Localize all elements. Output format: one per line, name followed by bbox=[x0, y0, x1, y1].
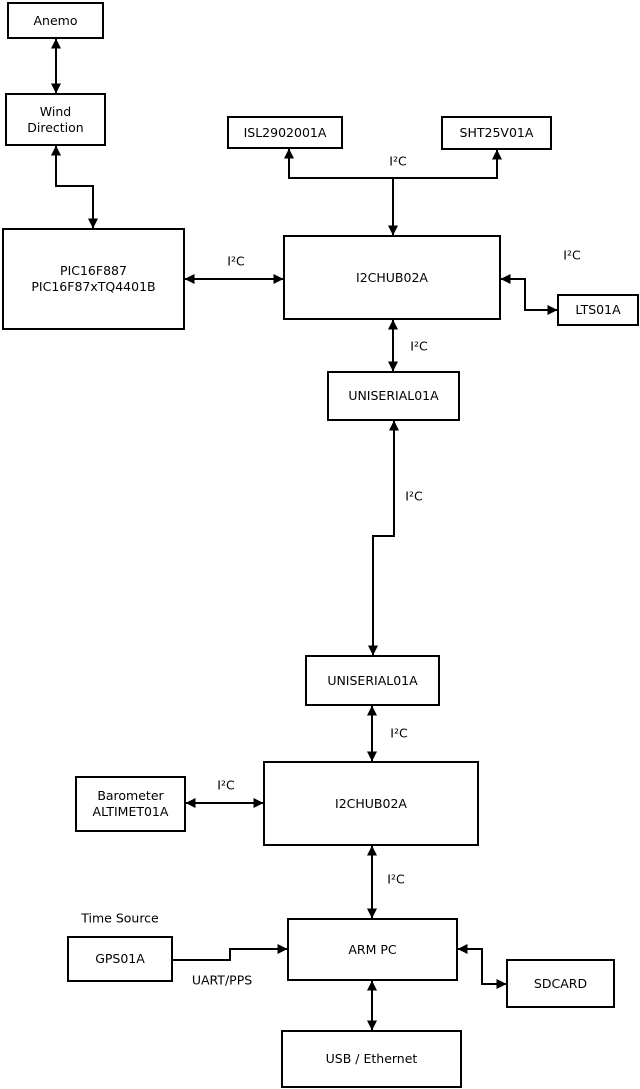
edge-label-i2c-hub2-armpc: I²C bbox=[387, 871, 405, 887]
node-gps01a: GPS01A bbox=[67, 936, 173, 982]
node-uniserial01a-1: UNISERIAL01A bbox=[327, 371, 460, 421]
edge-uniserial-1-uniserial-2 bbox=[368, 420, 399, 656]
node-uniserial01a-2: UNISERIAL01A bbox=[305, 655, 440, 706]
node-wind-direction: Wind Direction bbox=[5, 93, 106, 146]
node-isl2902001a: ISL2902001A bbox=[227, 116, 343, 149]
node-usb-ethernet: USB / Ethernet bbox=[281, 1030, 462, 1088]
node-arm-pc: ARM PC bbox=[287, 918, 458, 981]
node-i2chub02a-1: I2CHUB02A bbox=[283, 235, 501, 320]
node-sdcard: SDCARD bbox=[506, 959, 615, 1008]
node-barometer: Barometer ALTIMET01A bbox=[75, 776, 186, 832]
edge-label-i2c-uniserial-link: I²C bbox=[405, 488, 423, 504]
node-i2chub02a-2: I2CHUB02A bbox=[263, 761, 479, 846]
node-pic16f887: PIC16F887 PIC16F87xTQ4401B bbox=[2, 228, 185, 330]
node-anemo: Anemo bbox=[7, 2, 104, 39]
edge-label-uart-pps: UART/PPS bbox=[191, 972, 253, 988]
node-lts01a: LTS01A bbox=[557, 294, 639, 326]
edge-gps-arm-pc bbox=[173, 944, 288, 961]
edge-i2c-hub-1-lts bbox=[500, 274, 558, 315]
edge-label-i2c-bus-top: I²C bbox=[389, 153, 407, 169]
edge-label-i2c-hub1-uniserial1: I²C bbox=[410, 338, 428, 354]
edge-label-i2c-uniserial2-hub2: I²C bbox=[390, 725, 408, 741]
node-sht25v01a: SHT25V01A bbox=[441, 116, 552, 150]
edge-label-i2c-barometer-hub2: I²C bbox=[217, 777, 235, 793]
edge-arm-pc-sdcard bbox=[457, 944, 507, 989]
edge-label-i2c-hub1-lts: I²C bbox=[563, 247, 581, 263]
caption-time-source: Time Source bbox=[81, 910, 159, 926]
edge-label-i2c-pic-hub1: I²C bbox=[227, 253, 245, 269]
edge-wind-direction-pic bbox=[51, 145, 98, 229]
